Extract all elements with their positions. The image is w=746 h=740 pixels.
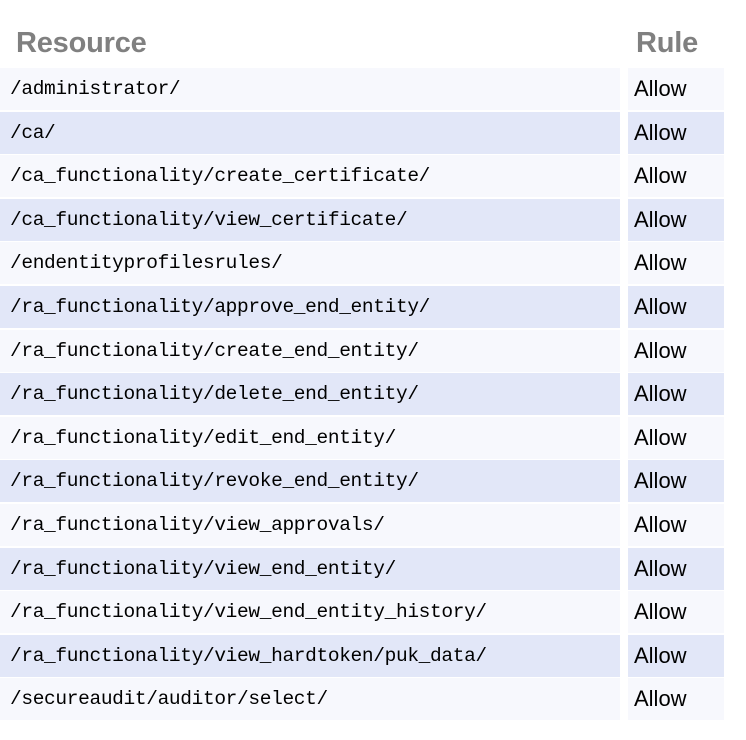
cell-rule: Allow [628, 634, 724, 677]
cell-resource: /ra_functionality/view_end_entity_histor… [0, 591, 620, 634]
cell-rule: Allow [628, 373, 724, 416]
cell-rule: Allow [628, 460, 724, 503]
cell-resource: /administrator/ [0, 68, 620, 110]
table-row[interactable]: /ca_functionality/create_certificate/All… [0, 155, 746, 199]
cell-rule: Allow [628, 111, 724, 154]
cell-rule: Allow [628, 329, 724, 372]
cell-resource: /ra_functionality/revoke_end_entity/ [0, 460, 620, 503]
cell-resource: /secureaudit/auditor/select/ [0, 678, 620, 721]
cell-resource: /ra_functionality/create_end_entity/ [0, 329, 620, 372]
table-row[interactable]: /endentityprofilesrules/Allow [0, 242, 746, 286]
column-header-rule: Rule [636, 27, 699, 59]
cell-rule: Allow [628, 591, 724, 634]
cell-resource: /ra_functionality/edit_end_entity/ [0, 416, 620, 459]
cell-rule: Allow [628, 285, 724, 328]
table-row[interactable]: /ra_functionality/revoke_end_entity/Allo… [0, 460, 746, 504]
table-row[interactable]: /ra_functionality/view_approvals/Allow [0, 503, 746, 548]
column-header-resource: Resource [16, 27, 147, 59]
cell-rule: Allow [628, 503, 724, 546]
cell-resource: /ca_functionality/create_certificate/ [0, 155, 620, 198]
table-row[interactable]: /ra_functionality/approve_end_entity/All… [0, 285, 746, 330]
cell-rule: Allow [628, 678, 724, 721]
cell-resource: /ra_functionality/delete_end_entity/ [0, 373, 620, 416]
cell-resource: /ra_functionality/view_end_entity/ [0, 547, 620, 590]
table-row[interactable]: /ra_functionality/view_end_entity_histor… [0, 591, 746, 635]
cell-resource: /endentityprofilesrules/ [0, 242, 620, 285]
cell-resource: /ca/ [0, 111, 620, 154]
table-row[interactable]: /ca/Allow [0, 111, 746, 156]
cell-rule: Allow [628, 547, 724, 590]
cell-resource: /ra_functionality/view_approvals/ [0, 503, 620, 546]
table-row[interactable]: /ca_functionality/view_certificate/Allow [0, 198, 746, 243]
table-row[interactable]: /ra_functionality/edit_end_entity/Allow [0, 416, 746, 461]
cell-rule: Allow [628, 198, 724, 241]
cell-resource: /ra_functionality/view_hardtoken/puk_dat… [0, 634, 620, 677]
cell-rule: Allow [628, 416, 724, 459]
table-row[interactable]: /ra_functionality/view_end_entity/Allow [0, 547, 746, 592]
table-body: /administrator/Allow/ca/Allow/ca_functio… [0, 68, 746, 722]
table-row[interactable]: /ra_functionality/create_end_entity/Allo… [0, 329, 746, 374]
table-row[interactable]: /ra_functionality/view_hardtoken/puk_dat… [0, 634, 746, 679]
cell-rule: Allow [628, 242, 724, 285]
table-row[interactable]: /ra_functionality/delete_end_entity/Allo… [0, 373, 746, 417]
cell-resource: /ca_functionality/view_certificate/ [0, 198, 620, 241]
table-row[interactable]: /secureaudit/auditor/select/Allow [0, 678, 746, 722]
cell-resource: /ra_functionality/approve_end_entity/ [0, 285, 620, 328]
table-header-row: Resource Rule [0, 0, 746, 68]
table-row[interactable]: /administrator/Allow [0, 68, 746, 112]
cell-rule: Allow [628, 155, 724, 198]
cell-rule: Allow [628, 68, 724, 110]
